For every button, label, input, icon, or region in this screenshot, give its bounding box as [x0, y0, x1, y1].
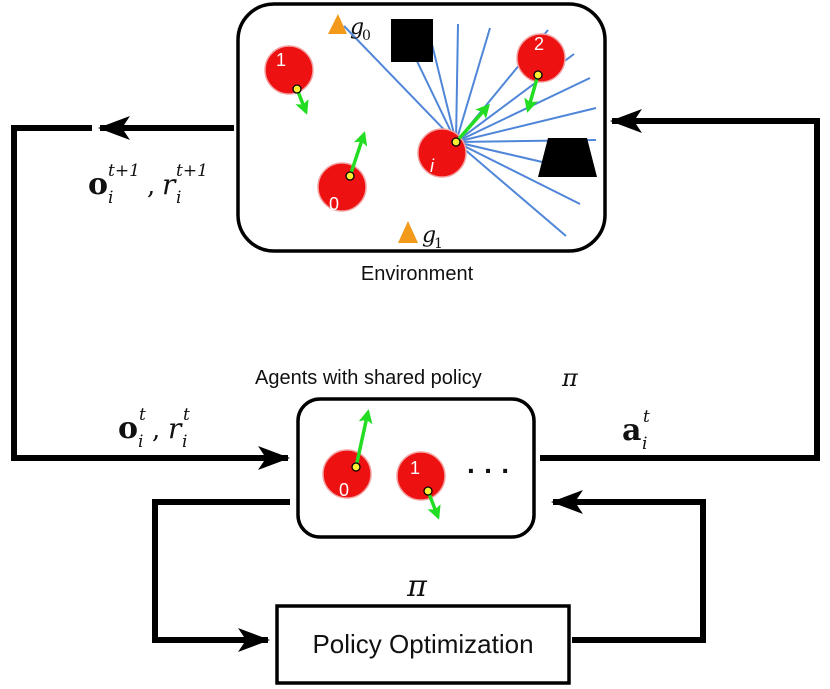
reward-symbol: r — [162, 168, 177, 201]
agent-label: 0 — [339, 480, 349, 500]
goal-g1-subscript: 1 — [434, 236, 443, 252]
heading-arrow — [524, 74, 540, 113]
center-dot — [345, 171, 355, 181]
goal-g0-subscript: 0 — [362, 28, 371, 44]
action-symbol: a — [622, 413, 641, 448]
trapezoid-obstacle — [538, 138, 597, 177]
goal-g1-symbol: g — [422, 223, 436, 248]
env-agent-0: 0 — [317, 131, 368, 214]
environment-box: g 0 g 1 1 2 0 — [236, 2, 607, 285]
shared-agent-1: 1 — [396, 451, 446, 520]
action-arrow — [540, 109, 820, 461]
center-dot — [451, 137, 461, 147]
agent-label: 1 — [410, 458, 420, 478]
agent-label: 0 — [329, 194, 339, 214]
obs-sup: t+1 — [108, 161, 140, 181]
goal-triangle-icon — [398, 221, 418, 243]
goal-g1: g 1 — [398, 221, 443, 252]
agent-label: 1 — [276, 50, 286, 70]
more-agents-ellipsis: · · · — [467, 455, 511, 486]
experience-arrow — [152, 499, 290, 652]
policy-symbol: π — [406, 569, 428, 604]
agents-caption: Agents with shared policy — [255, 367, 482, 389]
action-sub: i — [642, 434, 647, 454]
comma: , — [147, 171, 155, 201]
center-dot — [292, 84, 302, 94]
env-output-label: o i t+1 , r i t+1 — [88, 161, 208, 208]
observation-arrow — [11, 128, 290, 470]
action-sup: t — [643, 407, 650, 427]
reward-sub: i — [182, 432, 187, 452]
env-agent-2: 2 — [516, 33, 566, 113]
obs-sub: i — [108, 188, 113, 208]
heading-arrow — [348, 131, 368, 177]
reward-symbol: r — [168, 412, 183, 445]
goal-g0: g 0 — [328, 14, 371, 44]
reward-sup: t+1 — [176, 161, 208, 181]
shared-agent-0: 0 — [322, 409, 373, 500]
center-dot — [533, 70, 543, 80]
reward-sup: t — [183, 405, 190, 425]
square-obstacle — [391, 19, 433, 62]
reward-sub: i — [176, 188, 181, 208]
agents-box: Agents with shared policy π 0 1 · · · — [255, 364, 579, 539]
obs-symbol: o — [118, 411, 138, 446]
heading-arrow — [454, 103, 490, 144]
policy-update-arrow — [551, 490, 706, 643]
agent-label: 2 — [534, 34, 544, 54]
agent-input-label: o i t , r i t — [118, 405, 190, 452]
goal-g0-symbol: g — [350, 15, 364, 40]
heading-arrow — [354, 409, 373, 468]
obs-symbol: o — [88, 167, 108, 202]
agents-caption-symbol: π — [561, 364, 579, 392]
obs-sub: i — [138, 432, 143, 452]
env-agent-i: i — [417, 103, 490, 178]
obs-sup: t — [139, 405, 146, 425]
policy-frame — [275, 604, 571, 685]
policy-label: Policy Optimization — [312, 629, 533, 659]
action-label: a i t — [622, 407, 650, 454]
env-agent-1: 1 — [264, 45, 314, 115]
goal-triangle-icon — [328, 14, 347, 34]
center-dot — [423, 486, 433, 496]
agent-label: i — [430, 156, 435, 176]
environment-label: Environment — [361, 263, 474, 285]
center-dot — [351, 462, 361, 472]
comma: , — [152, 415, 160, 445]
policy-box: π Policy Optimization — [275, 569, 571, 685]
